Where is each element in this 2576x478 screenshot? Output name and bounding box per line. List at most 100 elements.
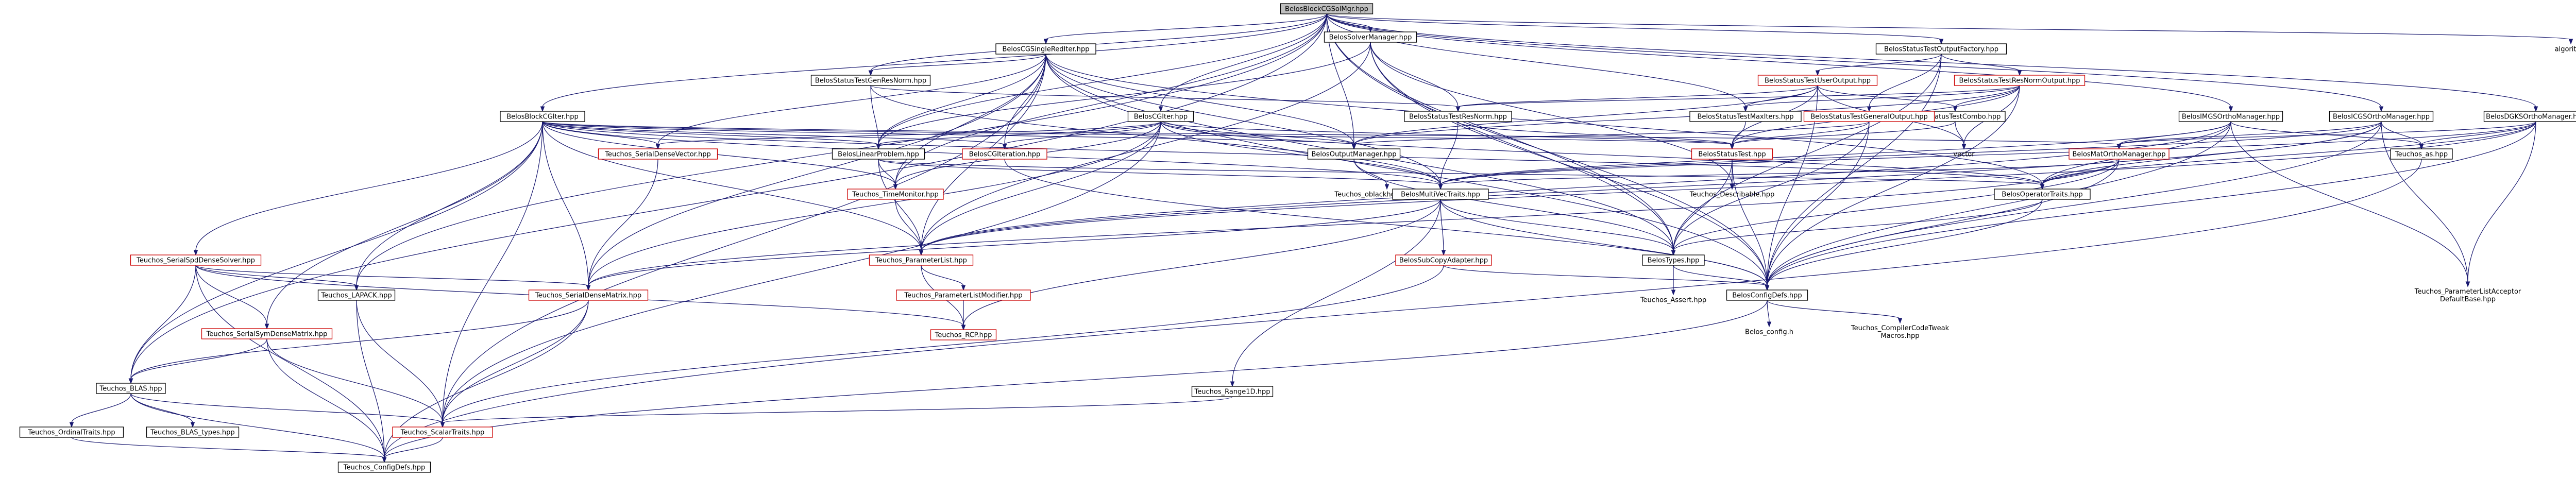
node-paramlist[interactable]: Teuchos_ParameterList.hpp <box>869 254 974 266</box>
node-box[interactable] <box>19 426 124 438</box>
edge-arrowhead <box>354 285 359 291</box>
node-box[interactable] <box>1127 111 1194 122</box>
edge-arrowhead <box>440 422 445 428</box>
node-box[interactable] <box>962 148 1047 160</box>
node-box[interactable] <box>130 254 262 266</box>
node-blastypes[interactable]: Teuchos_BLAS_types.hpp <box>146 426 240 438</box>
node-box[interactable] <box>1875 43 2007 55</box>
node-subcopy[interactable]: BelosSubCopyAdapter.hpp <box>1395 254 1492 266</box>
node-multivectraits[interactable]: BelosMultiVecTraits.hpp <box>1392 189 1489 200</box>
node-configdefs[interactable]: BelosConfigDefs.hpp <box>1726 289 1808 301</box>
node-box[interactable] <box>930 329 997 340</box>
node-label: BelosStatusTestResNormOutput.hpp <box>1959 77 2080 85</box>
edge-line <box>2381 121 2422 145</box>
edge-root-to-cgsingle <box>1043 13 1327 45</box>
edge-outfactory-to-useroutput <box>1815 54 1942 76</box>
edge-blockcg-to-serialspd <box>193 121 543 256</box>
node-icgs[interactable]: BelosICGSOrthoManager.hpp <box>2329 111 2434 122</box>
node-ordinaltraits[interactable]: Teuchos_OrdinalTraits.hpp <box>19 426 124 438</box>
node-useroutput[interactable]: BelosStatusTestUserOutput.hpp <box>1757 75 1878 86</box>
node-box[interactable] <box>2178 111 2283 122</box>
node-vector: vector <box>1953 151 1975 159</box>
node-box[interactable] <box>1994 189 2091 200</box>
node-box[interactable] <box>337 462 431 473</box>
node-box[interactable] <box>1954 75 2086 86</box>
node-box[interactable] <box>2329 111 2434 122</box>
node-cgiteration[interactable]: BelosCGIteration.hpp <box>962 148 1047 160</box>
node-serialsym[interactable]: Teuchos_SerialSymDenseMatrix.hpp <box>201 328 333 339</box>
node-box[interactable] <box>1757 75 1878 86</box>
node-genoutput[interactable]: BelosStatusTestGeneralOutput.hpp <box>1803 111 1935 122</box>
node-operatortraits[interactable]: BelosOperatorTraits.hpp <box>1994 189 2091 200</box>
edge-line <box>2042 121 2536 185</box>
node-linearproblem[interactable]: BelosLinearProblem.hpp <box>832 148 925 160</box>
edge-cgiteration-to-configdefs <box>1004 159 1770 291</box>
node-rcp[interactable]: Teuchos_RCP.hpp <box>930 329 997 340</box>
node-box[interactable] <box>96 383 166 394</box>
node-box[interactable] <box>598 148 718 160</box>
node-box[interactable] <box>1324 31 1417 43</box>
node-box[interactable] <box>500 111 585 122</box>
node-matortho[interactable]: BelosMatOrthoManager.hpp <box>2069 148 2170 160</box>
node-serialspd[interactable]: Teuchos_SerialSpdDenseSolver.hpp <box>130 254 262 266</box>
node-scalartraits[interactable]: Teuchos_ScalarTraits.hpp <box>392 426 493 438</box>
node-box[interactable] <box>1404 111 1512 122</box>
node-box[interactable] <box>1191 386 1274 397</box>
node-imgs[interactable]: BelosIMGSOrthoManager.hpp <box>2178 111 2283 122</box>
node-paramlistmodifier[interactable]: Teuchos_ParameterListModifier.hpp <box>896 289 1031 301</box>
node-box[interactable] <box>1803 111 1935 122</box>
node-timemonitor[interactable]: Teuchos_TimeMonitor.hpp <box>847 189 944 200</box>
node-box[interactable] <box>528 289 649 301</box>
node-asstring[interactable]: Teuchos_as.hpp <box>2390 148 2453 160</box>
node-box[interactable] <box>2069 148 2170 160</box>
node-rangeid[interactable]: Teuchos_Range1D.hpp <box>1191 386 1274 397</box>
node-outputmanager[interactable]: BelosOutputManager.hpp <box>1307 148 1401 160</box>
node-box[interactable] <box>1307 148 1401 160</box>
node-cgiter[interactable]: BelosCGIter.hpp <box>1127 111 1194 122</box>
node-maxiters[interactable]: BelosStatusTestMaxIters.hpp <box>1689 111 1802 122</box>
node-lapack[interactable]: Teuchos_LAPACK.hpp <box>317 289 396 301</box>
node-box[interactable] <box>847 189 944 200</box>
node-genresnorm[interactable]: BelosStatusTestGenResNorm.hpp <box>810 75 931 86</box>
node-resnormoutput[interactable]: BelosStatusTestResNormOutput.hpp <box>1954 75 2086 86</box>
node-dgks[interactable]: BelosDGKSOrthoManager.hpp <box>2483 111 2576 122</box>
edge-line <box>921 42 1371 251</box>
node-box[interactable] <box>2483 111 2576 122</box>
node-box[interactable] <box>146 426 240 438</box>
node-solvermanager[interactable]: BelosSolverManager.hpp <box>1324 31 1417 43</box>
node-teuchosconfig[interactable]: Teuchos_ConfigDefs.hpp <box>337 462 431 473</box>
edge-line <box>384 437 443 458</box>
node-resnorm[interactable]: BelosStatusTestResNorm.hpp <box>1404 111 1512 122</box>
node-outfactory[interactable]: BelosStatusTestOutputFactory.hpp <box>1875 43 2007 55</box>
node-label: Teuchos_as.hpp <box>2395 151 2448 159</box>
edge-arrowhead <box>264 323 269 330</box>
node-serialdensevec[interactable]: Teuchos_SerialDenseVector.hpp <box>598 148 718 160</box>
edge-arrowhead <box>1671 289 1676 296</box>
edge-blockcg-to-matortho <box>542 121 2122 150</box>
node-box[interactable] <box>392 426 493 438</box>
node-label: Teuchos_BLAS.hpp <box>99 385 162 393</box>
node-box[interactable] <box>201 328 333 339</box>
node-statustest[interactable]: BelosStatusTest.hpp <box>1691 148 1773 160</box>
node-blockcg[interactable]: BelosBlockCGIter.hpp <box>500 111 585 122</box>
node-box[interactable] <box>995 43 1096 55</box>
node-box[interactable] <box>869 254 974 266</box>
node-box[interactable] <box>832 148 925 160</box>
edge-root-to-maxiters <box>1326 13 1748 112</box>
node-cgsingle[interactable]: BelosCGSingleRedIter.hpp <box>995 43 1096 55</box>
edge-line <box>1004 121 1161 145</box>
node-serialdensemat[interactable]: Teuchos_SerialDenseMatrix.hpp <box>528 289 649 301</box>
node-box[interactable] <box>2390 148 2453 160</box>
node-box[interactable] <box>896 289 1031 301</box>
node-box[interactable] <box>1691 148 1773 160</box>
node-box[interactable] <box>1395 254 1492 266</box>
node-box[interactable] <box>1392 189 1489 200</box>
node-box[interactable] <box>1726 289 1808 301</box>
node-belostypes[interactable]: BelosTypes.hpp <box>1642 254 1705 266</box>
node-blas[interactable]: Teuchos_BLAS.hpp <box>96 383 166 394</box>
node-box[interactable] <box>810 75 931 86</box>
node-box[interactable] <box>317 289 396 301</box>
edge-line <box>195 265 357 286</box>
node-box[interactable] <box>1689 111 1802 122</box>
node-box[interactable] <box>1642 254 1705 266</box>
